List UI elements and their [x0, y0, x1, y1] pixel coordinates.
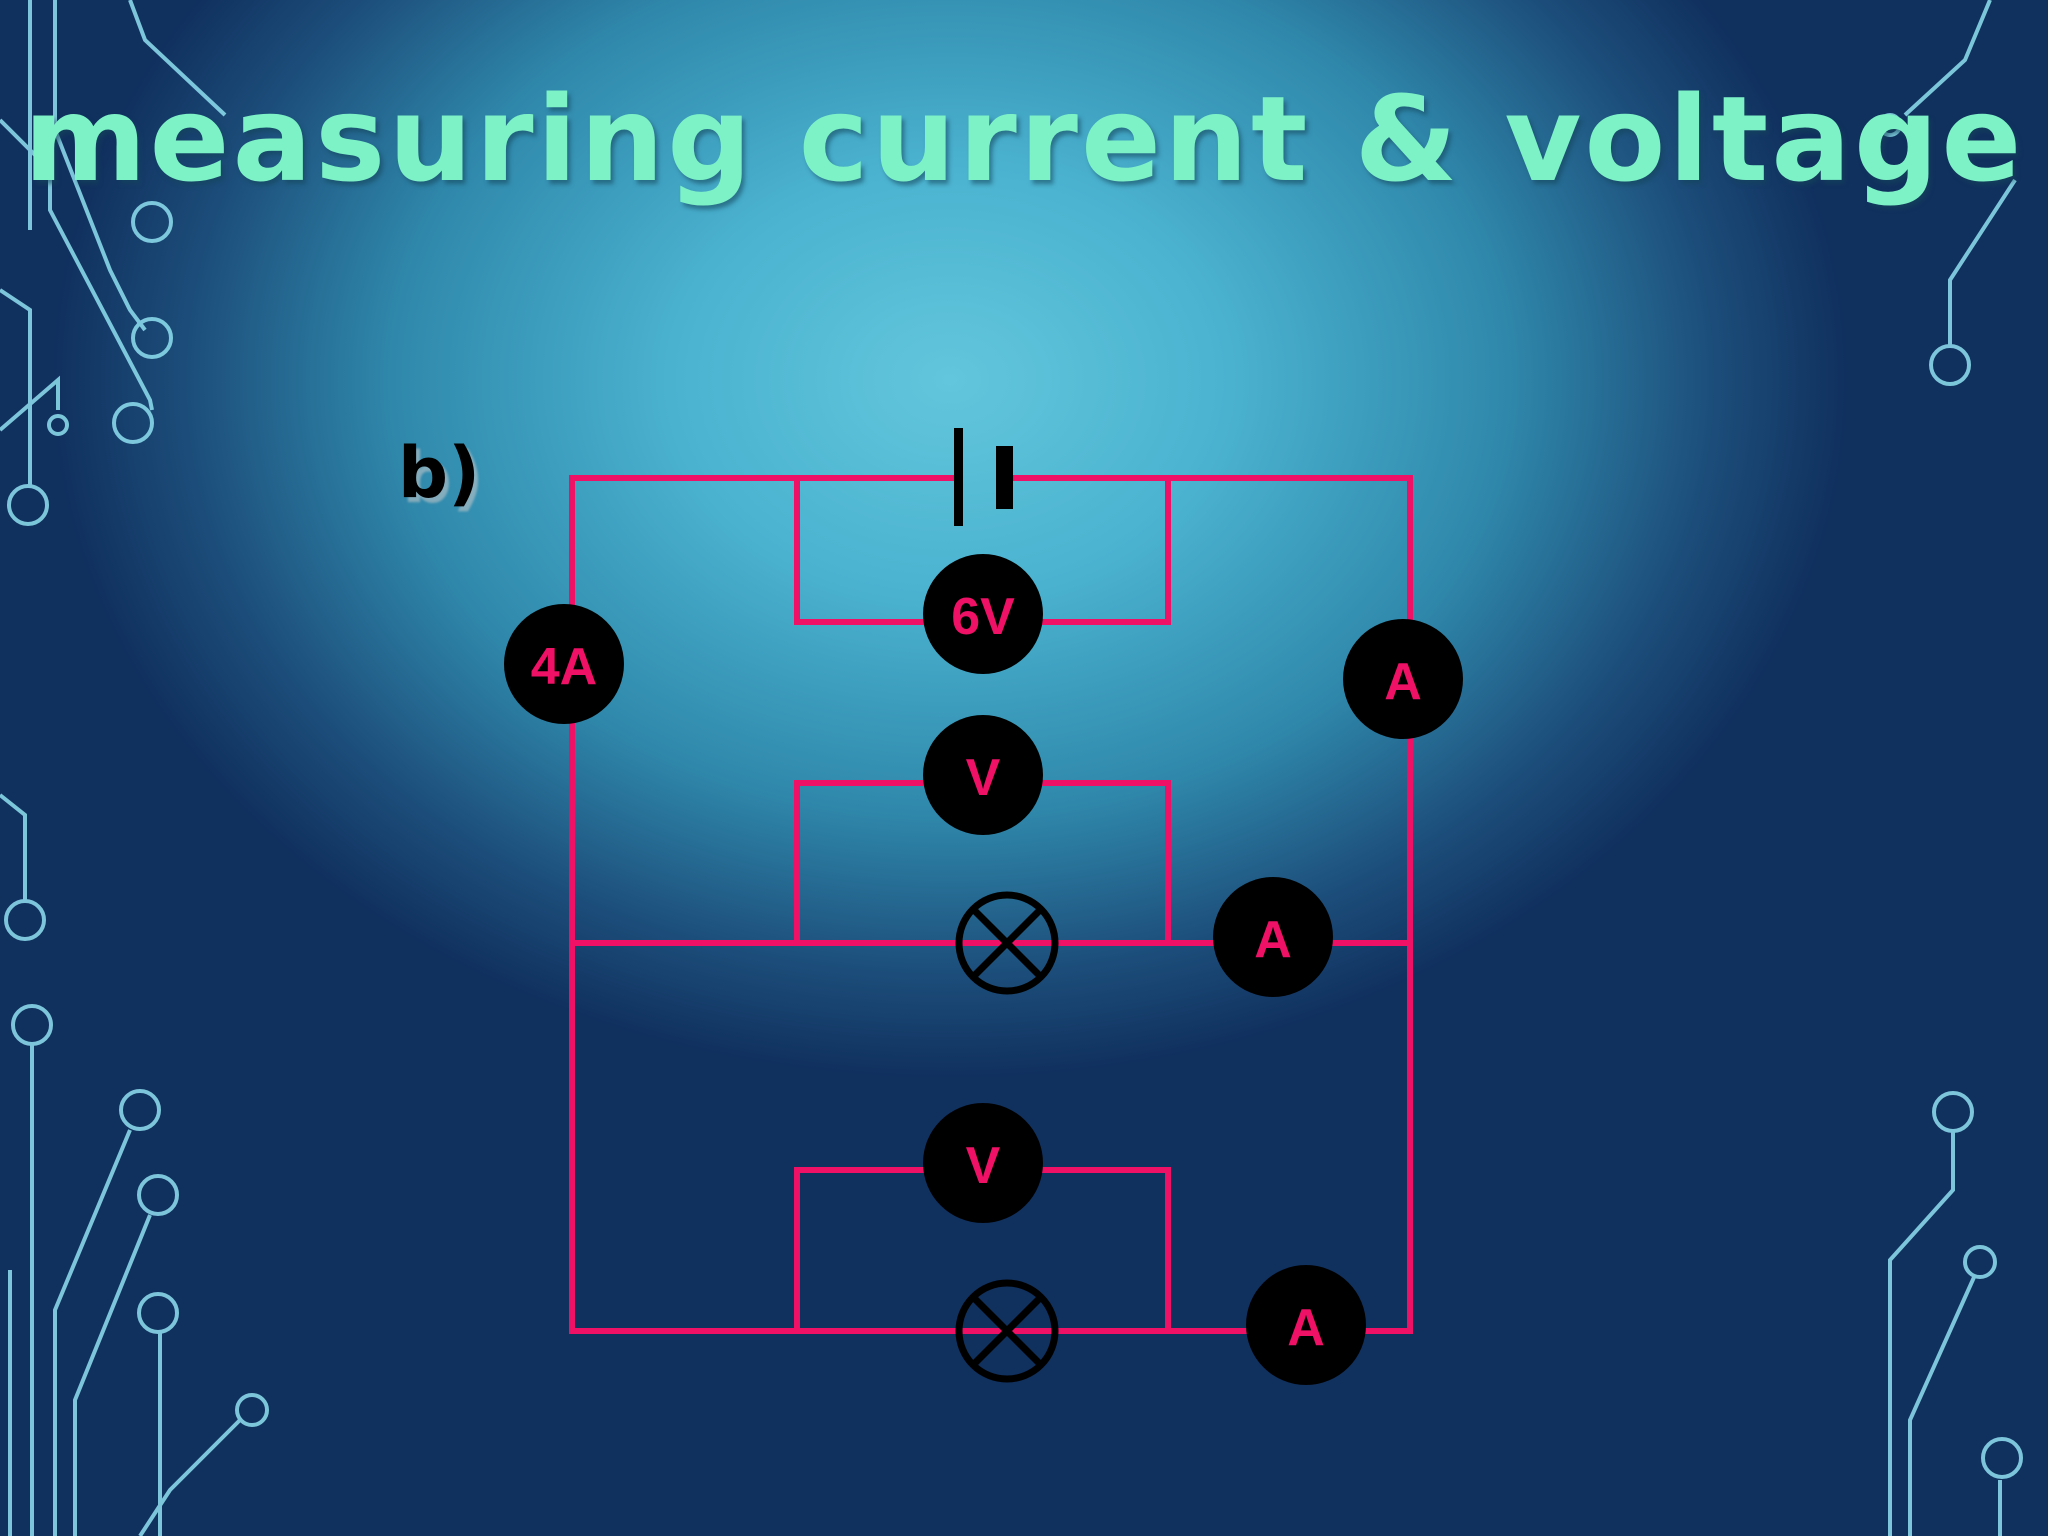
svg-text:6V: 6V — [951, 588, 1015, 646]
voltmeter-lamp-2: V — [923, 1103, 1043, 1223]
svg-text:A: A — [1287, 1299, 1325, 1357]
ammeter-right: A — [1343, 619, 1463, 739]
voltmeter-cell: 6V — [923, 554, 1043, 674]
svg-text:V: V — [966, 1137, 1001, 1195]
ammeter-lamp-2: A — [1246, 1265, 1366, 1385]
voltmeter-lamp-1: V — [923, 715, 1043, 835]
cell-symbol — [954, 428, 1013, 526]
lamp-1 — [955, 891, 1059, 995]
svg-text:4A: 4A — [531, 638, 597, 696]
slide-title: measuring current & voltage — [23, 70, 2025, 208]
ammeter-main: 4A — [504, 604, 624, 724]
lamp-2 — [955, 1279, 1059, 1383]
svg-text:A: A — [1254, 911, 1292, 969]
svg-text:V: V — [966, 749, 1001, 807]
ammeter-lamp-1: A — [1213, 877, 1333, 997]
svg-text:A: A — [1384, 653, 1422, 711]
part-label: b) — [398, 432, 481, 514]
